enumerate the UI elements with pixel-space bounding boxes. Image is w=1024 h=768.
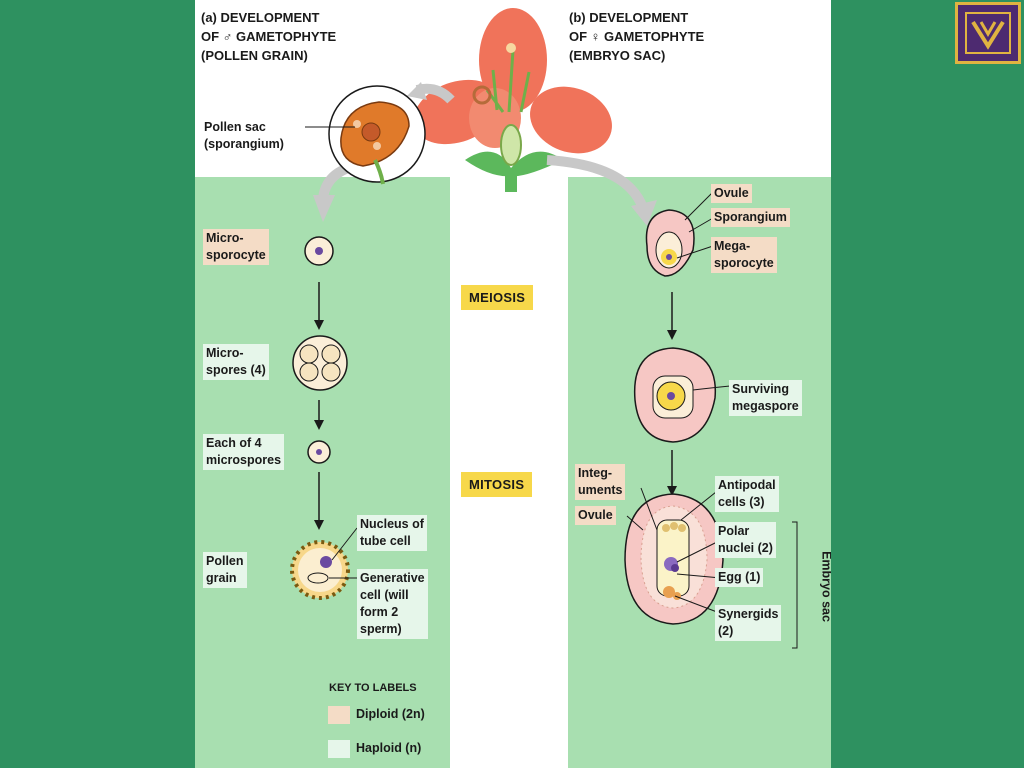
label-megasporocyte: Mega- sporocyte — [711, 237, 777, 273]
gametophyte-figure: (a) DEVELOPMENT OF ♂ GAMETOPHYTE (POLLEN… — [195, 0, 831, 768]
label-embryo-sac: Embryo sac — [819, 551, 832, 622]
label-microsporocyte: Micro- sporocyte — [203, 229, 269, 265]
label-polar-nuclei: Polar nuclei (2) — [715, 522, 776, 558]
shield-logo-icon — [955, 2, 1021, 64]
label-integuments: Integ- uments — [575, 464, 626, 500]
label-pollen-sac: Pollen sac (sporangium) — [204, 120, 284, 151]
label-generative: Generative cell (will form 2 sperm) — [357, 569, 428, 639]
key-diploid: Diploid (2n) — [356, 707, 425, 721]
panel-b-title: (b) DEVELOPMENT OF ♀ GAMETOPHYTE (EMBRYO… — [569, 10, 705, 63]
label-surviving-megaspore: Surviving megaspore — [729, 380, 802, 416]
stage-mitosis: MITOSIS — [461, 472, 533, 497]
label-ovule-bottom: Ovule — [575, 506, 616, 525]
label-microspores: Micro- spores (4) — [203, 344, 269, 380]
label-synergids: Synergids (2) — [715, 605, 782, 641]
label-sporangium: Sporangium — [711, 208, 790, 227]
label-ovule-top: Ovule — [711, 184, 752, 203]
label-egg: Egg (1) — [715, 568, 764, 587]
key-swatch-diploid — [328, 706, 350, 724]
microspores-tetrad — [292, 335, 348, 391]
label-each-microspore: Each of 4 microspores — [203, 434, 285, 470]
male-panel — [195, 177, 450, 768]
flower-icon — [413, 8, 612, 192]
key-title: KEY TO LABELS — [329, 682, 417, 694]
diagram-drawing — [290, 8, 798, 649]
key-haploid: Haploid (n) — [356, 741, 422, 755]
label-pollen-grain: Pollen grain — [203, 552, 247, 588]
label-nucleus-tube: Nucleus of tube cell — [357, 515, 427, 551]
key-swatch-haploid — [328, 740, 350, 758]
logo-mark-icon — [971, 20, 1005, 50]
label-antipodal: Antipodal cells (3) — [715, 476, 779, 512]
stage-meiosis: MEIOSIS — [461, 285, 534, 310]
panel-a-title: (a) DEVELOPMENT OF ♂ GAMETOPHYTE (POLLEN… — [201, 10, 337, 63]
